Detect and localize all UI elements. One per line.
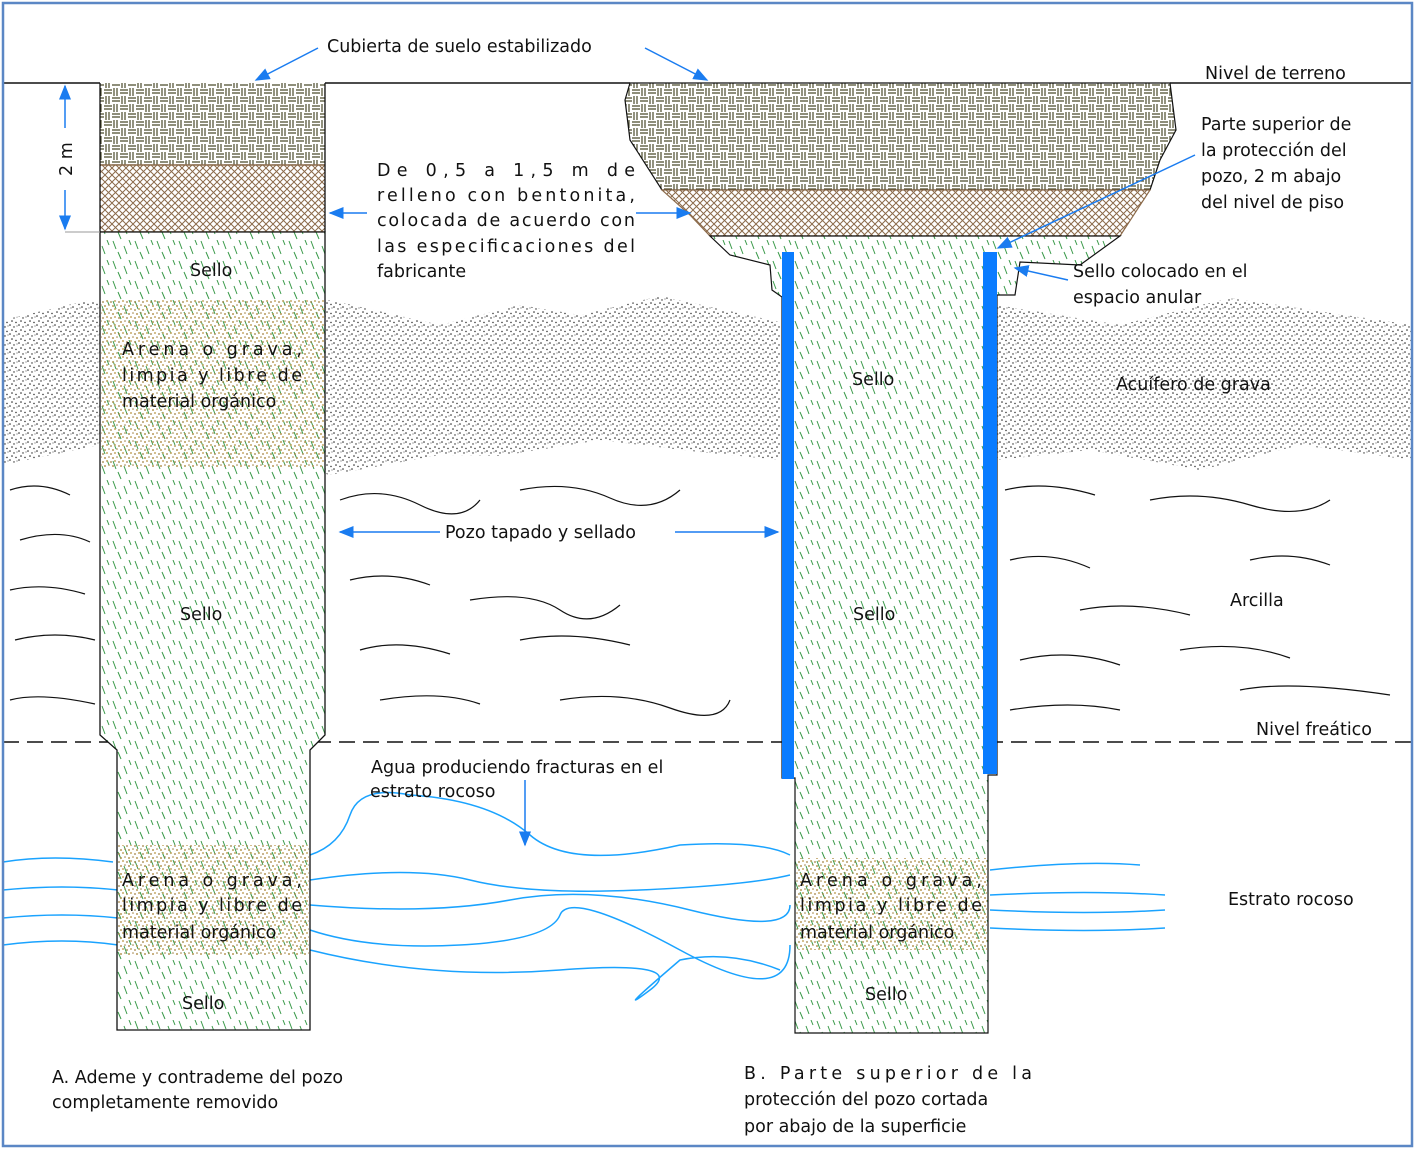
seal-label-b-top: Sello: [852, 370, 894, 390]
svg-text:fabricante: fabricante: [377, 262, 466, 282]
svg-text:del nivel de piso: del nivel de piso: [1201, 193, 1344, 213]
svg-text:por abajo de la superficie: por abajo de la superficie: [744, 1117, 966, 1137]
cover-label: Cubierta de suelo estabilizado: [327, 37, 592, 57]
svg-text:la protección del: la protección del: [1201, 141, 1347, 161]
svg-text:material orgánico: material orgánico: [800, 923, 954, 943]
svg-text:limpia y libre de: limpia y libre de: [122, 366, 302, 386]
svg-text:completamente removido: completamente removido: [52, 1093, 278, 1113]
svg-text:colocada de acuerdo con: colocada de acuerdo con: [377, 211, 635, 231]
bedrock-label: Estrato rocoso: [1228, 890, 1354, 910]
water-table-label: Nivel freático: [1256, 720, 1372, 740]
svg-text:limpia y libre de: limpia y libre de: [800, 896, 982, 916]
svg-text:protección del pozo cortada: protección del pozo cortada: [744, 1090, 988, 1110]
svg-text:Arena o grava,: Arena o grava,: [122, 340, 302, 360]
bentonite-label: De 0,5 a 1,5 m de relleno con bentonita,…: [377, 161, 635, 282]
svg-text:pozo, 2 m abajo: pozo, 2 m abajo: [1201, 167, 1341, 187]
svg-text:limpia y libre de: limpia y libre de: [122, 896, 302, 916]
svg-text:Parte superior de: Parte superior de: [1201, 115, 1351, 135]
water-fractures: [2, 791, 1166, 1001]
svg-text:material orgánico: material orgánico: [122, 923, 276, 943]
depth-dimension: [59, 84, 100, 233]
svg-text:Arena o grava,: Arena o grava,: [800, 871, 982, 891]
seal-label-b-mid: Sello: [853, 605, 895, 625]
svg-text:De 0,5 a 1,5 m de: De 0,5 a 1,5 m de: [377, 161, 635, 181]
clay-label: Arcilla: [1230, 591, 1284, 611]
sand-gravel-label-a-bottom: Arena o grava, limpia y libre de materia…: [122, 871, 302, 943]
casing-left: [782, 252, 794, 779]
top-protection-label: Parte superior de la protección del pozo…: [1201, 115, 1351, 213]
caption-a: A. Ademe y contrademe del pozo completam…: [52, 1068, 343, 1113]
svg-text:Arena o grava,: Arena o grava,: [122, 871, 302, 891]
sand-gravel-label-a-top: Arena o grava, limpia y libre de materia…: [122, 340, 302, 412]
leader-arrows: [254, 47, 1196, 847]
gravel-aquifer-layer: [3, 296, 1412, 475]
water-fractures-label: Agua produciendo fracturas en el estrato…: [370, 758, 663, 802]
svg-text:espacio anular: espacio anular: [1073, 288, 1202, 308]
svg-text:las especificaciones del: las especificaciones del: [377, 237, 635, 257]
svg-text:estrato rocoso: estrato rocoso: [370, 782, 495, 802]
seal-label-b-bottom: Sello: [865, 985, 907, 1005]
svg-text:B. Parte superior de la: B. Parte superior de la: [744, 1064, 1032, 1084]
plugged-well-label: Pozo tapado y sellado: [445, 523, 636, 543]
gravel-aquifer-label: Acuífero de grava: [1116, 375, 1271, 395]
well-a: [99, 83, 326, 1031]
depth-label: 2 m: [57, 142, 77, 176]
casing-right: [983, 252, 997, 774]
svg-text:A. Ademe y contrademe del pozo: A. Ademe y contrademe del pozo: [52, 1068, 343, 1088]
ground-level-label: Nivel de terreno: [1205, 64, 1346, 84]
svg-text:Agua produciendo fracturas en: Agua produciendo fracturas en el: [371, 758, 663, 778]
svg-text:relleno con bentonita,: relleno con bentonita,: [377, 186, 635, 206]
svg-text:material orgánico: material orgánico: [122, 392, 276, 412]
well-b: [624, 82, 1177, 1034]
clay-layer: [9, 485, 1391, 716]
seal-label-a-mid: Sello: [180, 605, 222, 625]
svg-text:Sello colocado en el: Sello colocado en el: [1073, 262, 1248, 282]
seal-label-a-bottom: Sello: [182, 994, 224, 1014]
annular-seal-label: Sello colocado en el espacio anular: [1073, 262, 1248, 308]
sand-gravel-label-b-bottom: Arena o grava, limpia y libre de materia…: [800, 871, 982, 943]
caption-b: B. Parte superior de la protección del p…: [744, 1064, 1032, 1137]
seal-label-a-top: Sello: [190, 261, 232, 281]
